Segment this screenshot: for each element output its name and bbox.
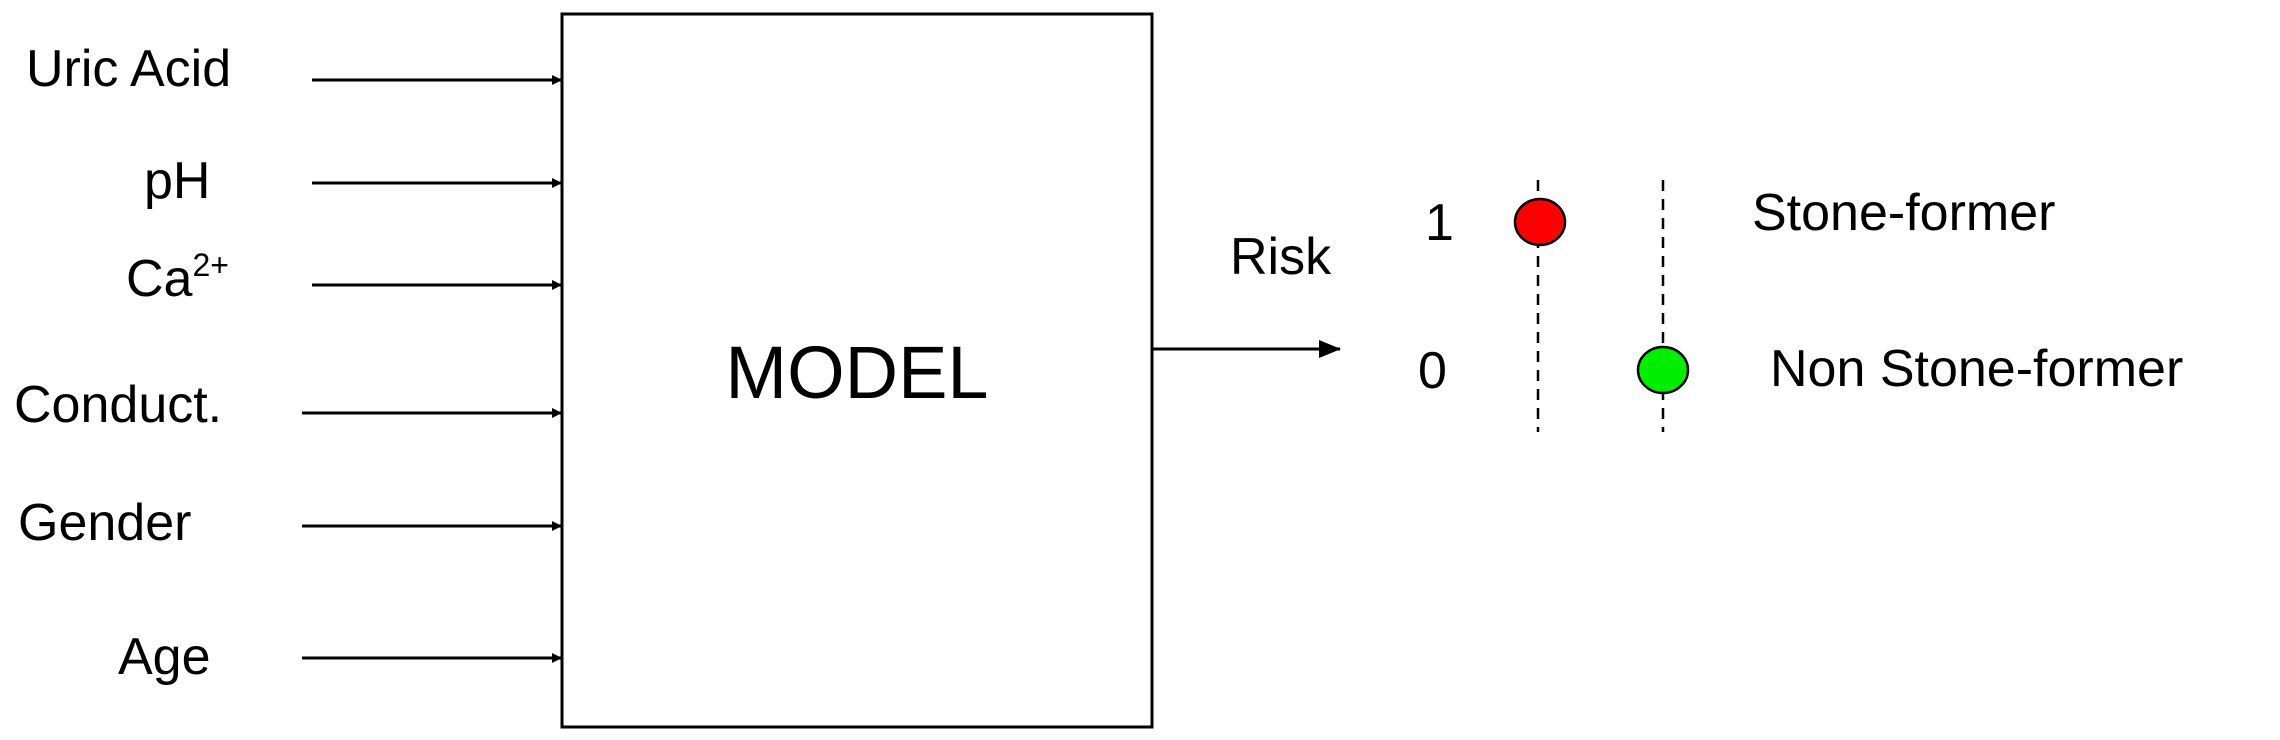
input-label-conductivity: Conduct. (14, 376, 222, 434)
stone-former-dot (1513, 197, 1567, 247)
non-stone-former-dot (1636, 345, 1690, 395)
calcium-superscript: 2+ (192, 247, 228, 283)
input-label-calcium: Ca2+ (126, 247, 229, 308)
input-label-uric-acid: Uric Acid (26, 40, 231, 98)
class-label-non-stone-former: Non Stone-former (1770, 340, 2183, 398)
output-label-risk: Risk (1230, 228, 1332, 286)
level-label-1: 1 (1425, 194, 1454, 252)
input-label-ph: pH (144, 152, 210, 210)
model-label: MODEL (725, 331, 988, 414)
calcium-base-text: Ca (126, 250, 193, 308)
input-label-age: Age (118, 628, 211, 686)
level-label-0: 0 (1418, 342, 1447, 400)
class-label-stone-former: Stone-former (1752, 184, 2055, 242)
input-label-gender: Gender (18, 494, 191, 552)
model-box (560, 12, 1154, 729)
